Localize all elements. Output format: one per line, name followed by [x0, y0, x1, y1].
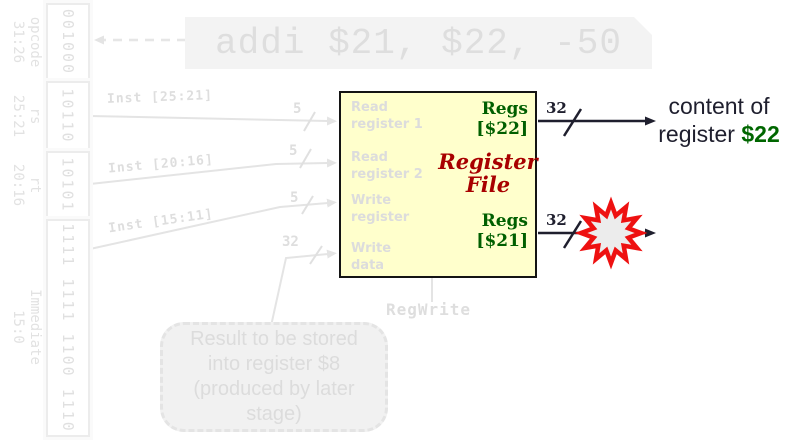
instruction-box: addi $21, $22, -50 — [185, 17, 652, 69]
bits-rt: 10101 — [59, 157, 77, 213]
bits-box-immediate: 1111 1111 1100 1110 — [46, 219, 90, 437]
bus-slash-5b — [299, 148, 312, 169]
instruction-text: addi $21, $22, -50 — [215, 22, 622, 64]
width-label-5-read2: 5 — [289, 143, 298, 159]
error-starburst-icon — [574, 196, 648, 270]
wire-label-inst-15-11: Inst [15:11] — [107, 206, 215, 237]
bus-slash-5a — [303, 111, 316, 132]
regwrite-control-label: RegWrite — [386, 300, 472, 319]
wire-label-inst-25-21: Inst [25:21] — [106, 88, 214, 107]
output-regs-22-label: Regs[$22] — [476, 99, 528, 139]
result-note-box: Result to be stored into register $8 (pr… — [160, 322, 388, 432]
bits-rs: 10110 — [59, 88, 77, 144]
bits-immediate: 1111 1111 1100 1110 — [59, 223, 77, 433]
wire-label-inst-20-16: Inst [20:16] — [107, 152, 215, 177]
output-regs-21-label: Regs[$21] — [476, 211, 528, 251]
width-label-32-out-bottom: 32 — [546, 211, 567, 229]
content-annotation: content of register $22 — [645, 92, 793, 148]
bits-box-opcode: 001000 — [46, 3, 90, 81]
bus-slash-32w — [309, 245, 323, 265]
annotation-line2: register — [658, 121, 735, 147]
annotation-register-name: $22 — [741, 121, 780, 147]
bits-box-rs: 10110 — [46, 81, 90, 151]
bits-opcode: 001000 — [59, 8, 77, 76]
width-label-5-write: 5 — [290, 190, 299, 206]
wire-write-data — [270, 249, 337, 327]
annotation-line1: content of — [668, 93, 770, 119]
width-label-5-read1: 5 — [293, 101, 302, 117]
width-label-32-out-top: 32 — [546, 99, 567, 117]
bus-slash-5c — [301, 195, 314, 215]
width-label-32-writedata: 32 — [282, 234, 299, 250]
result-note-text: Result to be stored into register $8 (pr… — [190, 328, 358, 425]
bits-box-rt: 10101 — [46, 151, 90, 219]
